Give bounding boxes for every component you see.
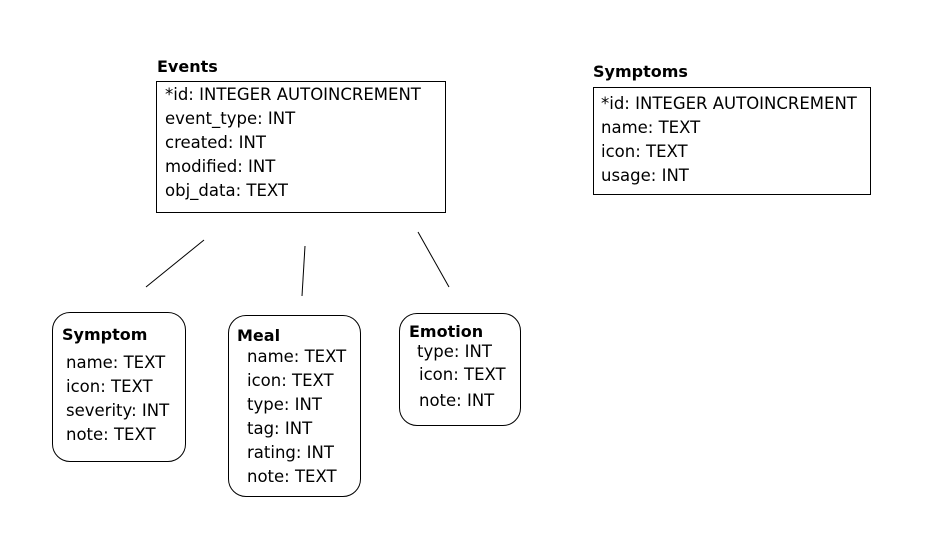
- emotion-field: note: INT: [419, 391, 495, 410]
- symptoms-table: *id: INTEGER AUTOINCREMENT name: TEXT ic…: [593, 87, 871, 195]
- symptoms-field: icon: TEXT: [601, 142, 688, 161]
- symptoms-field: *id: INTEGER AUTOINCREMENT: [601, 94, 857, 113]
- meal-field: rating: INT: [247, 443, 334, 462]
- emotion-title: Emotion: [409, 322, 484, 341]
- connector-events-meal: [301, 245, 306, 297]
- events-title: Events: [157, 57, 218, 76]
- meal-field: tag: INT: [247, 419, 313, 438]
- events-field: obj_data: TEXT: [165, 181, 288, 200]
- events-field: event_type: INT: [165, 109, 296, 128]
- symptom-field: note: TEXT: [66, 425, 156, 444]
- symptom-field: name: TEXT: [66, 353, 166, 372]
- emotion-field: icon: TEXT: [419, 365, 506, 384]
- symptom-field: severity: INT: [66, 401, 170, 420]
- symptoms-title: Symptoms: [593, 62, 688, 81]
- symptom-title: Symptom: [62, 325, 148, 344]
- events-table: *id: INTEGER AUTOINCREMENT event_type: I…: [156, 81, 446, 213]
- connector-events-emotion: [417, 231, 450, 288]
- meal-entity: Meal name: TEXT icon: TEXT type: INT tag…: [228, 315, 361, 497]
- symptoms-field: usage: INT: [601, 166, 689, 185]
- symptoms-field: name: TEXT: [601, 118, 701, 137]
- meal-field: name: TEXT: [247, 347, 347, 366]
- events-field: modified: INT: [165, 157, 276, 176]
- emotion-field: type: INT: [417, 342, 492, 361]
- meal-field: note: TEXT: [247, 467, 337, 486]
- meal-field: icon: TEXT: [247, 371, 334, 390]
- symptom-entity: Symptom name: TEXT icon: TEXT severity: …: [52, 312, 186, 462]
- events-field: created: INT: [165, 133, 266, 152]
- meal-field: type: INT: [247, 395, 322, 414]
- symptom-field: icon: TEXT: [66, 377, 153, 396]
- emotion-entity: Emotion type: INT icon: TEXT note: INT: [399, 313, 521, 426]
- meal-title: Meal: [237, 326, 281, 345]
- events-field: *id: INTEGER AUTOINCREMENT: [165, 85, 421, 104]
- connector-events-symptom: [145, 239, 205, 288]
